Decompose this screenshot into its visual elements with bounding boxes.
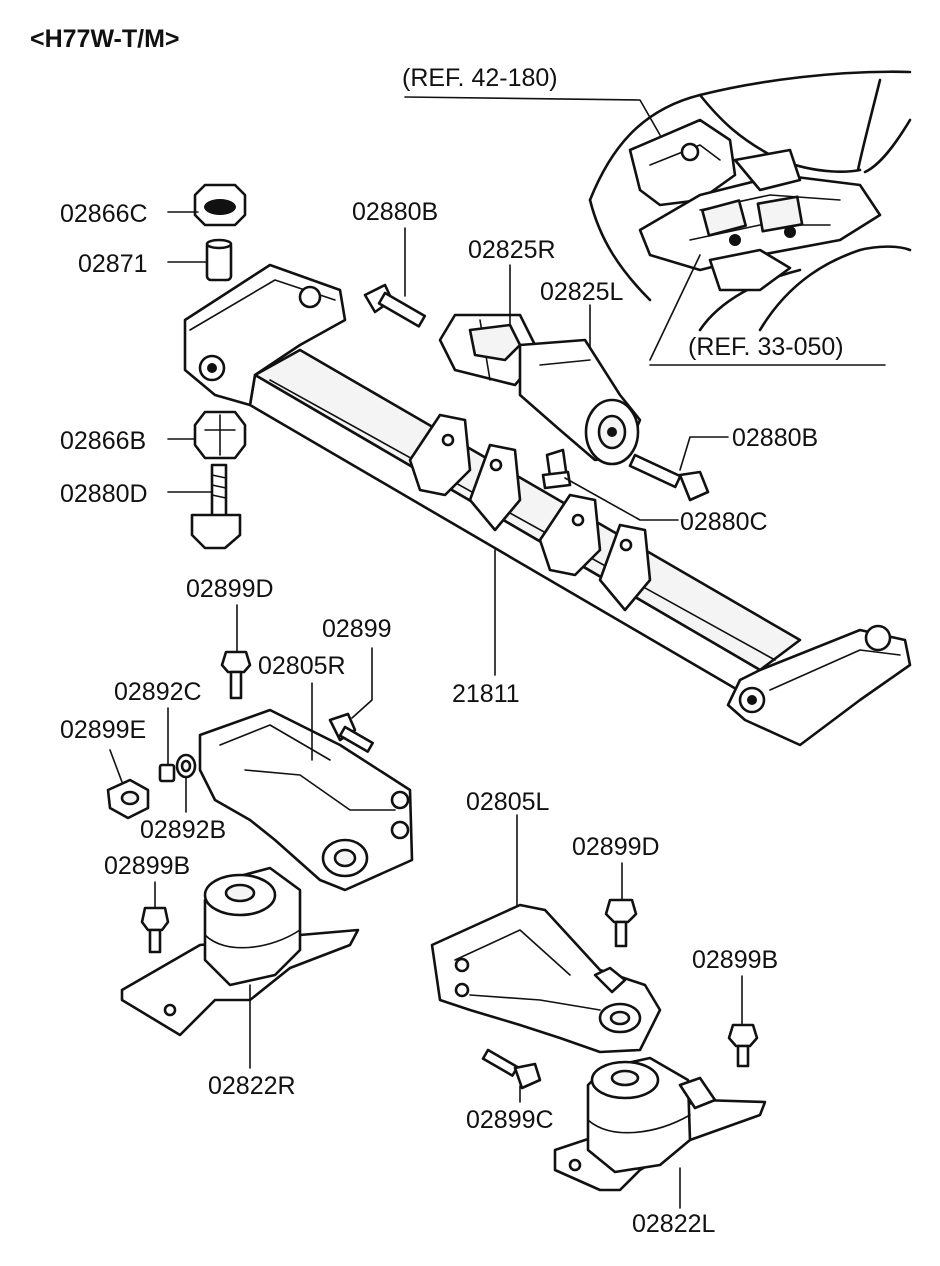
bolt-02899 (328, 712, 375, 753)
callout-02892C: 02892C (114, 678, 202, 706)
bolt-02899C (481, 1048, 542, 1090)
bolt-02880D (190, 463, 242, 550)
leader-lines (109, 211, 743, 1209)
callout-02880B-right: 02880B (732, 424, 818, 452)
callout-02899B-left: 02899B (104, 852, 190, 880)
spacer-02871 (205, 238, 233, 282)
callout-02866B: 02866B (60, 427, 146, 455)
bushing-02825L (518, 338, 642, 466)
bolt-02899B-right (727, 1023, 759, 1068)
washer-02892C (158, 763, 176, 783)
reference-vehicle-view (404, 70, 912, 366)
bracket-02805R (198, 708, 414, 892)
callout-02899B-right: 02899B (692, 946, 778, 974)
callout-21811: 21811 (452, 680, 520, 708)
diagram-title: <H77W-T/M> (30, 25, 180, 53)
callout-02899: 02899 (322, 615, 392, 643)
callout-02871: 02871 (78, 250, 148, 278)
callout-02880D: 02880D (60, 480, 148, 508)
callout-02822L: 02822L (632, 1210, 716, 1238)
callout-02825R: 02825R (468, 236, 556, 264)
nut-02880C (541, 448, 572, 490)
bracket-02805L (430, 903, 662, 1054)
reference-label-bottom: (REF. 33-050) (688, 333, 844, 361)
callout-02892B: 02892B (140, 816, 226, 844)
nut-02866C (193, 183, 247, 227)
callout-02899C: 02899C (466, 1106, 554, 1134)
callout-02805L: 02805L (466, 788, 550, 816)
mount-02822R (120, 866, 360, 1037)
nut-02866B (193, 410, 247, 460)
callout-02822R: 02822R (208, 1072, 296, 1100)
callout-02899D-right: 02899D (572, 833, 660, 861)
callout-02805R: 02805R (258, 652, 346, 680)
callout-02880B-top: 02880B (352, 198, 438, 226)
bolt-02899D-left (220, 650, 252, 700)
nut-02899E (106, 778, 150, 820)
bolt-02880B-top (363, 283, 427, 328)
callout-02866C: 02866C (60, 200, 148, 228)
callout-02899D-left: 02899D (186, 575, 274, 603)
callout-02899E: 02899E (60, 716, 146, 744)
bolt-02880B-right (628, 453, 710, 502)
bolt-02899B-left (140, 906, 170, 954)
bolt-02899D-right (604, 898, 638, 948)
bushing-02825R (438, 313, 542, 387)
mount-02822L (553, 1056, 767, 1192)
crossmember-21811 (183, 263, 912, 747)
reference-label-top: (REF. 42-180) (402, 64, 558, 92)
washer-02892B (175, 753, 197, 779)
callout-02825L: 02825L (540, 278, 624, 306)
callout-02880C: 02880C (680, 508, 768, 536)
